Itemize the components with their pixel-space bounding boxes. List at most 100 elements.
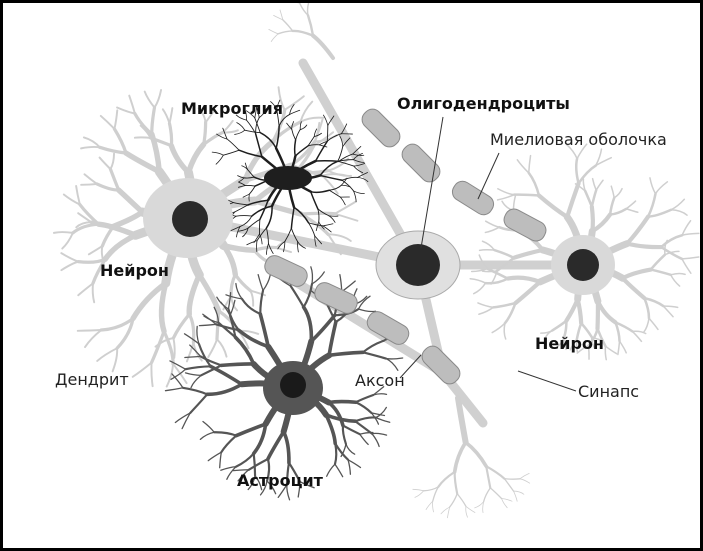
microglia-process	[314, 235, 317, 247]
astrocyte-process	[202, 313, 217, 325]
microglia-process	[319, 174, 343, 182]
microglia-process	[268, 243, 274, 254]
microglia-process	[237, 185, 246, 188]
neuron-left-dendrite	[233, 272, 252, 293]
astrocyte-process	[240, 297, 262, 315]
neuron-left-dendrite	[116, 106, 136, 115]
oligodendrocyte-leader	[420, 116, 444, 249]
axon	[298, 58, 423, 270]
microglia-process	[313, 128, 318, 137]
neuron-right-dendrite	[478, 248, 496, 252]
neuron-left-dendrite	[91, 282, 96, 304]
neuron-right-dendrite	[631, 330, 647, 335]
neuron-left-dendrite	[111, 347, 119, 373]
neuron-left-dendrite	[327, 233, 352, 242]
neuron-left-dendrite	[75, 185, 81, 206]
microglia-process	[244, 129, 261, 134]
microglia-process	[294, 145, 309, 157]
microglia-process	[318, 144, 328, 148]
neuron-right-dendrite	[659, 233, 684, 249]
microglia-process	[317, 208, 320, 223]
microglia-process	[315, 221, 320, 232]
microglia-process	[266, 243, 269, 255]
axon-terminal-branch	[432, 500, 434, 513]
astrocyte-process	[334, 463, 344, 478]
astrocyte-process	[299, 481, 315, 489]
neuron-left-dendrite	[87, 245, 104, 256]
axon-terminal-branch	[412, 488, 424, 492]
neuron-left-dendrite	[201, 120, 208, 147]
axon-terminal-branch	[279, 9, 284, 21]
neuron-left-dendrite	[75, 221, 93, 229]
microglia-process	[232, 202, 249, 206]
microglia-process	[310, 189, 331, 194]
microglia-process	[276, 99, 281, 112]
neuron-left-dendrite	[62, 193, 81, 206]
astrocyte-process	[234, 452, 255, 468]
axon-terminal-branch	[463, 440, 488, 469]
microglia-process	[353, 163, 366, 167]
neuron-right-dendrite	[625, 208, 639, 214]
neuron-right-dendrite	[631, 330, 643, 343]
neuron-left-dendrite	[89, 220, 115, 228]
microglia-process	[317, 208, 330, 217]
microglia-process	[357, 177, 369, 182]
oligodendrocyte-nucleus	[396, 244, 440, 286]
neuron-left-dendrite	[196, 272, 222, 314]
astrocyte-process	[281, 430, 291, 465]
microglia-process	[284, 227, 292, 242]
axon-terminal-branch	[482, 501, 484, 513]
astrocyte-process	[326, 463, 336, 477]
axon-terminal-branch	[465, 506, 468, 518]
neuron-right-dendrite	[669, 274, 681, 287]
axon-terminal-branch	[437, 470, 456, 488]
neuron-left-dendrite	[204, 108, 216, 124]
neuron-left-dendrite	[299, 211, 337, 216]
astrocyte-process	[233, 335, 256, 366]
astrocyte-process	[254, 474, 263, 491]
neuron-left-dendrite	[52, 231, 74, 234]
microglia-process	[258, 108, 267, 119]
neuron-right-dendrite	[470, 267, 489, 273]
myelin-leader	[477, 152, 500, 200]
microglia-process	[254, 106, 258, 119]
neuron-right-dendrite	[481, 240, 496, 251]
neuron-right-dendrite	[659, 245, 684, 261]
neuron-left-dendrite	[249, 289, 255, 307]
myelin-segments	[264, 108, 547, 385]
neuron-left-dendrite	[201, 130, 225, 147]
astrocyte-process	[375, 416, 391, 423]
neuron-right-dendrite	[576, 344, 590, 354]
neuron-right-dendrite	[624, 214, 651, 246]
neuron-right-dendrite	[551, 319, 568, 332]
astrocyte-process	[227, 291, 232, 310]
axon-terminal-branch	[306, 14, 315, 37]
neuron-left-dendrite	[333, 200, 357, 215]
astrocyte-process	[326, 400, 345, 428]
microglia-process	[299, 124, 308, 130]
astrocyte-process	[183, 333, 200, 345]
astrocyte-process	[220, 466, 237, 471]
axon-terminal-branch	[440, 506, 450, 515]
axon-terminal-branch	[273, 14, 284, 21]
astrocyte-process	[354, 401, 373, 414]
label-myelin-sheath: Миелиовая оболочка	[490, 130, 667, 149]
neuron-right-dendrite	[618, 340, 627, 354]
myelin-segment	[361, 108, 401, 148]
neuron-right-dendrite	[583, 189, 594, 208]
microglia-process	[238, 182, 246, 186]
neuron-left-dendrite	[99, 316, 135, 332]
astrocyte-process	[205, 382, 244, 397]
neuron-right-dendrite	[681, 219, 692, 236]
neuron-left-dendrite	[158, 280, 169, 334]
neuron-left-dendrite	[82, 136, 101, 149]
astrocyte-process	[171, 373, 184, 389]
label-neuron-right: Нейрон	[535, 334, 604, 353]
neuron-right-dendrite	[469, 277, 487, 284]
microglia-process	[314, 160, 340, 163]
neuron-right-dendrite	[664, 250, 680, 256]
neuron-left-dendrite	[150, 105, 157, 136]
neuron-right-dendrite	[681, 258, 692, 275]
astrocyte-process	[324, 413, 337, 446]
microglia-process	[234, 129, 246, 135]
